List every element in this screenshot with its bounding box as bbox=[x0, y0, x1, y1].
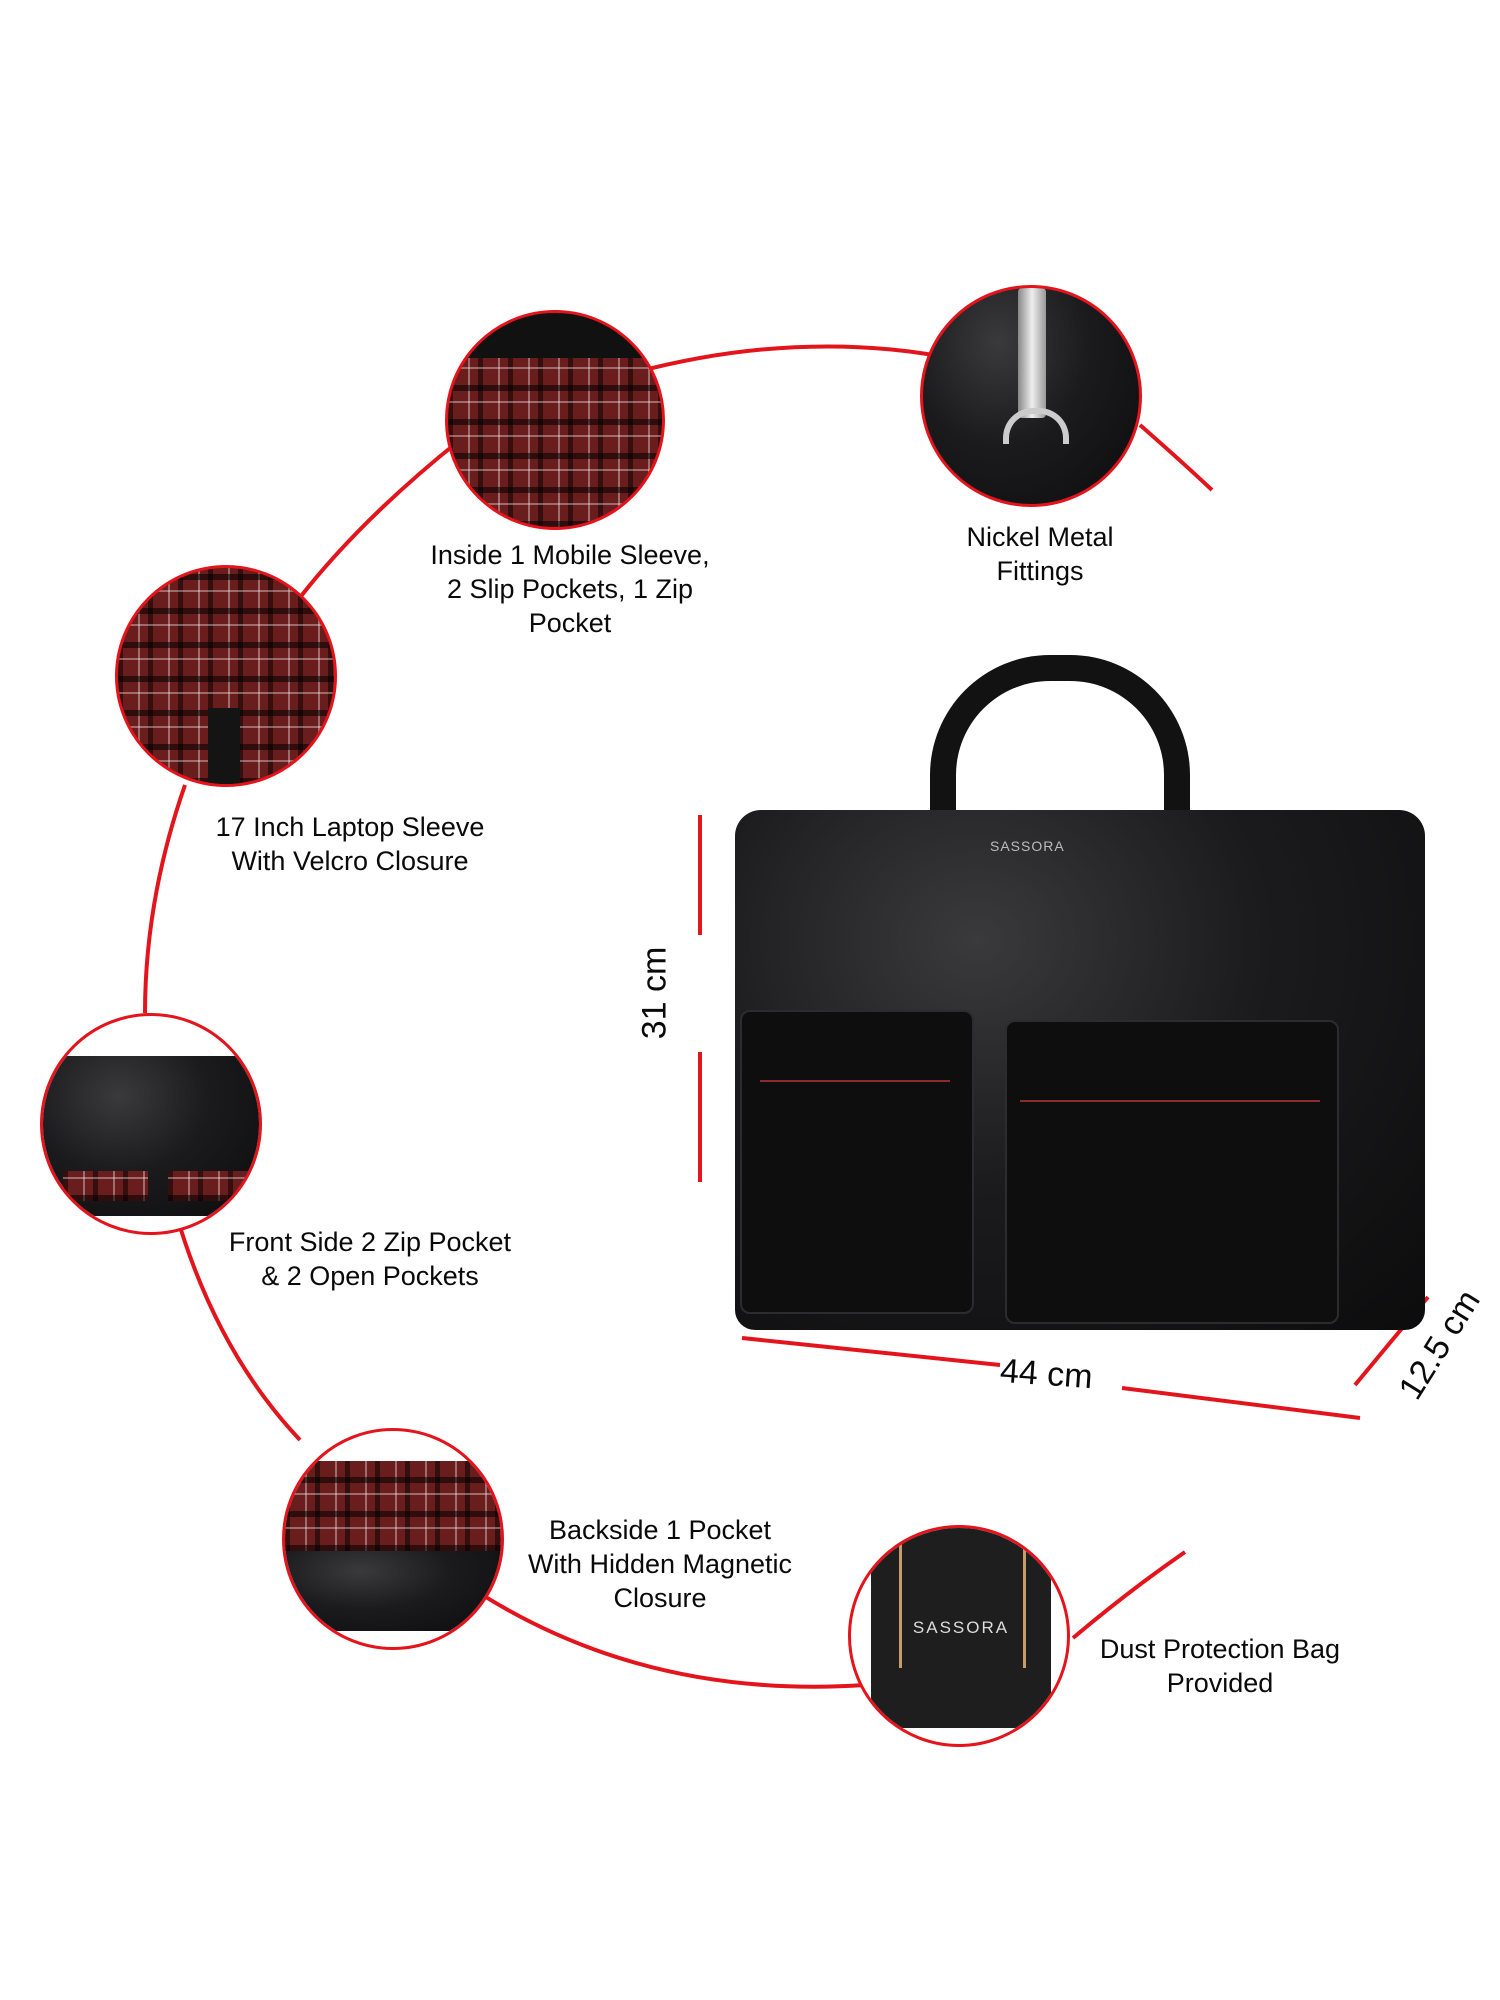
dust-bag-label: Dust Protection Bag Provided bbox=[1099, 1634, 1341, 1698]
inside-pockets-image bbox=[445, 310, 665, 530]
inside-pockets-label: Inside 1 Mobile Sleeve, 2 Slip Pockets, … bbox=[430, 540, 710, 638]
height-dimension: 31 cm bbox=[635, 946, 674, 1040]
back-pocket-image bbox=[282, 1428, 504, 1650]
main-bag-image: SASSORA bbox=[735, 640, 1425, 1360]
laptop-sleeve-image bbox=[115, 565, 337, 787]
front-pockets-label: Front Side 2 Zip Pocket & 2 Open Pockets bbox=[228, 1227, 512, 1291]
dust-bag-image: SASSORA bbox=[848, 1525, 1070, 1747]
back-pocket-label: Backside 1 Pocket With Hidden Magnetic C… bbox=[527, 1515, 793, 1613]
laptop-sleeve-label: 17 Inch Laptop Sleeve With Velcro Closur… bbox=[215, 812, 485, 876]
nickel-fittings-image bbox=[920, 285, 1142, 507]
front-pockets-image bbox=[40, 1013, 262, 1235]
dust-bag-logo: SASSORA bbox=[912, 1618, 1010, 1637]
width-dimension: 44 cm bbox=[998, 1351, 1094, 1397]
bag-logo: SASSORA bbox=[990, 838, 1065, 854]
nickel-fittings-label: Nickel Metal Fittings bbox=[966, 522, 1114, 586]
